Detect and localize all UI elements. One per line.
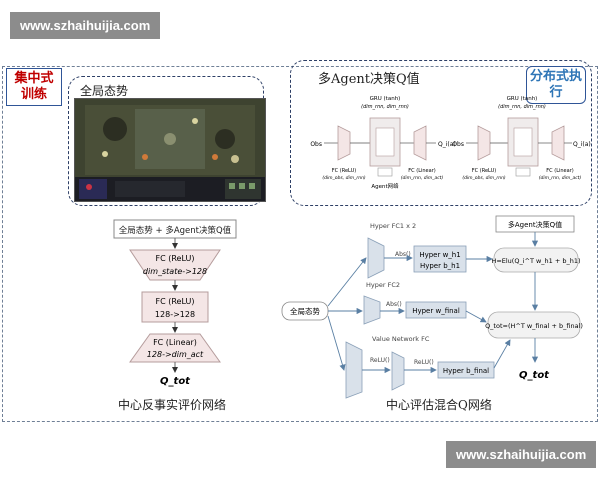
agent-1-fc-relu-dims: (dim_obs, dim_rnn) <box>322 175 366 181</box>
agent-2-fc-relu-dims: (dim_obs, dim_rnn) <box>462 175 506 181</box>
agent-network-1: Obs GRU (tanh) (dim_rnn, dim_rnn) Q_i(a)… <box>310 96 455 190</box>
hyper-fc2-label: Hyper FC2 <box>366 281 400 289</box>
agent-1-fc-linear-dims: (dim_rnn, dim_act) <box>401 175 444 181</box>
hyper-w1-label: Hyper w_h1 <box>419 251 460 259</box>
abs-2-label: Abs() <box>386 301 402 308</box>
critic-layer-3-type: FC (Linear) <box>153 338 197 347</box>
hyper-fc1-shape <box>367 237 385 279</box>
agent-2-fc-linear-dims: (dim_rnn, dim_act) <box>539 175 582 181</box>
hyper-bfinal-box: Hyper b_final <box>437 361 495 379</box>
critic-layer-1-dims: dim_state->128 <box>143 267 207 276</box>
relu-2-label: ReLU() <box>414 359 434 366</box>
mix-global-state-box: 全局态势 <box>281 301 329 321</box>
critic-layer-2-type: FC (ReLU) <box>155 297 194 306</box>
qtot-formula-box: Q_tot=(H^T w_final + b_final) <box>485 311 583 339</box>
hyper-w1-b1-box: Hyper w_h1 Hyper b_h1 <box>413 245 467 273</box>
hyper-fc1-label: Hyper FC1 x 2 <box>370 222 416 230</box>
agent-1-fc-linear: FC (Linear) <box>408 168 435 174</box>
relu-1-label: ReLU() <box>370 357 390 364</box>
mix-output-label: Q_tot <box>519 370 550 381</box>
global-state-title: 全局态势 <box>80 84 129 98</box>
value-fc-label: Value Network FC <box>372 335 430 343</box>
game-screenshot <box>74 98 266 202</box>
value-fc-shape-2 <box>391 351 405 391</box>
h-formula-text: H=Elu(Q_i^T w_h1 + b_h1) <box>491 257 580 265</box>
critic-caption: 中心反事实评价网络 <box>118 398 227 412</box>
agent-panel-title: 多Agent决策Q值 <box>318 72 420 87</box>
mix-agent-q-box: 多Agent决策Q值 <box>495 215 575 233</box>
critic-layer-2: FC (ReLU) 128->128 <box>141 291 209 323</box>
watermark-top: www.szhaihuijia.com <box>10 12 161 39</box>
agent-network-2: Obs GRU (tanh) (dim_rnn, dim_rnn) Q_i(a)… <box>452 96 590 181</box>
agent-2-output: Q_i(a) <box>573 141 591 148</box>
agent-1-gru-dims: (dim_rnn, dim_rnn) <box>361 104 409 110</box>
hyper-wfinal-label: Hyper w_final <box>412 307 460 315</box>
mix-global-state-label: 全局态势 <box>290 306 320 316</box>
critic-layer-2-dims: 128->128 <box>155 310 195 319</box>
critic-layer-1: FC (ReLU) dim_state->128 <box>129 249 221 281</box>
watermark-bottom: www.szhaihuijia.com <box>446 441 597 468</box>
critic-layer-1-type: FC (ReLU) <box>155 254 194 263</box>
hyper-bfinal-label: Hyper b_final <box>443 367 489 375</box>
mixing-arrows <box>327 232 539 374</box>
critic-input-label: 全局态势 + 多Agent决策Q值 <box>119 225 232 236</box>
h-formula-box: H=Elu(Q_i^T w_h1 + b_h1) <box>491 247 581 273</box>
agent-2-fc-linear: FC (Linear) <box>546 168 573 174</box>
agent-1-gru: GRU (tanh) <box>370 96 401 102</box>
abs-1-label: Abs() <box>395 251 411 258</box>
agent-1-label: Agent网络 <box>371 182 399 190</box>
agent-1-input: Obs <box>310 141 322 148</box>
agent-2-gru-dims: (dim_rnn, dim_rnn) <box>498 104 546 110</box>
mixing-caption: 中心评估混合Q网络 <box>386 398 492 412</box>
agent-1-fc-relu: FC (ReLU) <box>332 168 356 174</box>
centralized-training-tag: 集中式训练 <box>6 68 62 106</box>
value-fc-shape-1 <box>345 341 363 399</box>
critic-input-box: 全局态势 + 多Agent决策Q值 <box>113 219 237 239</box>
agent-1-output: Q_i(a) <box>438 141 456 148</box>
agent-2-gru: GRU (tanh) <box>507 96 538 102</box>
critic-output-label: Q_tot <box>160 376 191 387</box>
hyper-fc2-shape <box>363 295 381 325</box>
agent-2-fc-relu: FC (ReLU) <box>472 168 496 174</box>
agent-2-input: Obs <box>452 141 464 148</box>
critic-layer-3: FC (Linear) 128->dim_act <box>129 333 221 363</box>
hyper-b1-label: Hyper b_h1 <box>420 262 460 270</box>
agent-network-frame <box>290 60 592 206</box>
critic-layer-3-dims: 128->dim_act <box>147 350 204 359</box>
distributed-execution-tag: 分布式执行 <box>526 66 586 104</box>
hyper-wfinal-box: Hyper w_final <box>405 301 467 319</box>
qtot-formula-text: Q_tot=(H^T w_final + b_final) <box>485 322 583 330</box>
mix-agent-q-label: 多Agent决策Q值 <box>508 220 562 229</box>
